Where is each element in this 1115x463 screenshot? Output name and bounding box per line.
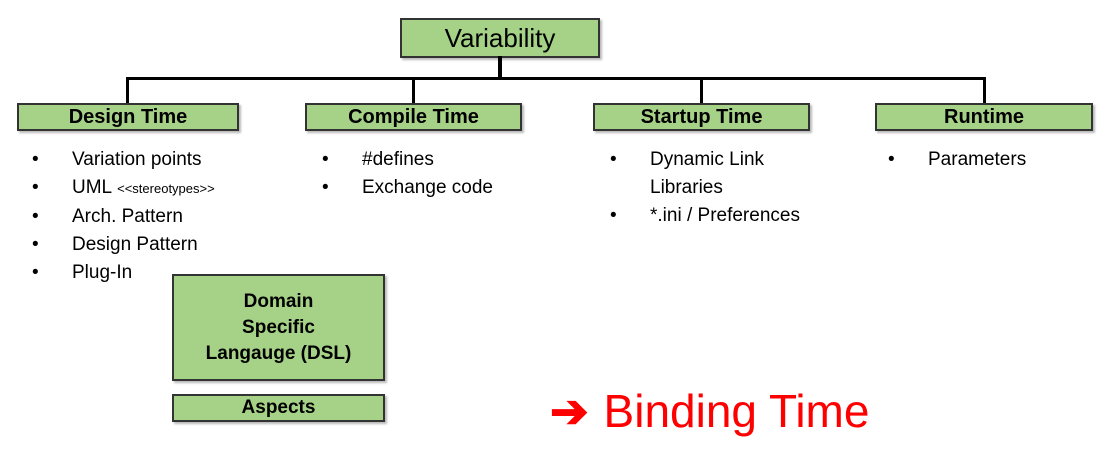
list-item: • Plug-In — [32, 259, 297, 287]
root-box-label: Variability — [444, 22, 556, 53]
bullet-icon: • — [322, 149, 329, 170]
compile-time-list: • #defines • Exchange code — [322, 146, 552, 202]
root-box-variability: Variability — [400, 18, 600, 58]
branch-title: Runtime — [944, 105, 1024, 128]
bullet-icon: • — [32, 149, 39, 170]
branch-title: Compile Time — [348, 105, 479, 128]
list-item-text: Parameters — [928, 149, 1027, 170]
branch-box-compile-time: Compile Time — [305, 103, 522, 131]
bullet-icon: • — [32, 206, 39, 227]
branch-title: Design Time — [68, 105, 188, 128]
list-item-text: *.ini / Preferences — [650, 205, 800, 226]
connector-root-vertical — [498, 56, 502, 80]
binding-time-annotation: ➔ Binding Time — [550, 386, 869, 437]
right-arrow-icon: ➔ — [550, 385, 589, 438]
connector-compile-vertical — [412, 77, 415, 104]
stereotypes-annotation: <<stereotypes>> — [117, 181, 215, 196]
bullet-icon: • — [32, 234, 39, 255]
list-item-text: #defines — [362, 149, 434, 170]
list-item: • Exchange code — [322, 174, 552, 202]
list-item-text: Variation points — [72, 149, 202, 170]
list-item: • UML<<stereotypes>> — [32, 174, 297, 203]
branch-box-runtime: Runtime — [875, 103, 1093, 131]
list-item: • Design Pattern — [32, 231, 297, 259]
list-item-text: Dynamic Link Libraries — [650, 149, 765, 198]
bullet-icon: • — [32, 262, 39, 283]
branch-box-design-time: Design Time — [17, 103, 239, 131]
connector-horizontal — [126, 77, 986, 80]
list-item: • Arch. Pattern — [32, 203, 297, 231]
dsl-box-label: Domain Specific Langauge (DSL) — [205, 290, 352, 364]
list-item: • *.ini / Preferences — [610, 202, 850, 230]
bullet-icon: • — [32, 177, 39, 198]
runtime-list: • Parameters — [888, 146, 1098, 174]
connector-runtime-vertical — [983, 77, 986, 104]
bullet-icon: • — [322, 177, 329, 198]
list-item-text: Design Pattern — [72, 234, 198, 255]
list-item-text: UML<<stereotypes>> — [72, 177, 215, 198]
list-item: • Parameters — [888, 146, 1098, 174]
startup-time-list: • Dynamic Link Libraries • *.ini / Prefe… — [610, 146, 850, 230]
list-item: • #defines — [322, 146, 552, 174]
dsl-box: Domain Specific Langauge (DSL) — [172, 274, 385, 381]
binding-time-label: Binding Time — [603, 385, 870, 437]
connector-design-vertical — [126, 77, 129, 104]
aspects-box: Aspects — [172, 394, 385, 422]
branch-box-startup-time: Startup Time — [593, 103, 810, 131]
connector-startup-vertical — [700, 77, 703, 104]
bullet-icon: • — [610, 149, 617, 170]
list-item-text: Plug-In — [72, 262, 133, 283]
aspects-box-label: Aspects — [241, 397, 316, 418]
list-item-text: Arch. Pattern — [72, 206, 183, 227]
branch-title: Startup Time — [640, 105, 763, 128]
list-item: • Variation points — [32, 146, 297, 174]
bullet-icon: • — [610, 205, 617, 226]
list-item-text: Exchange code — [362, 177, 493, 198]
list-item: • Dynamic Link Libraries — [610, 146, 850, 202]
design-time-list: • Variation points • UML<<stereotypes>> … — [32, 146, 297, 287]
bullet-icon: • — [888, 149, 895, 170]
